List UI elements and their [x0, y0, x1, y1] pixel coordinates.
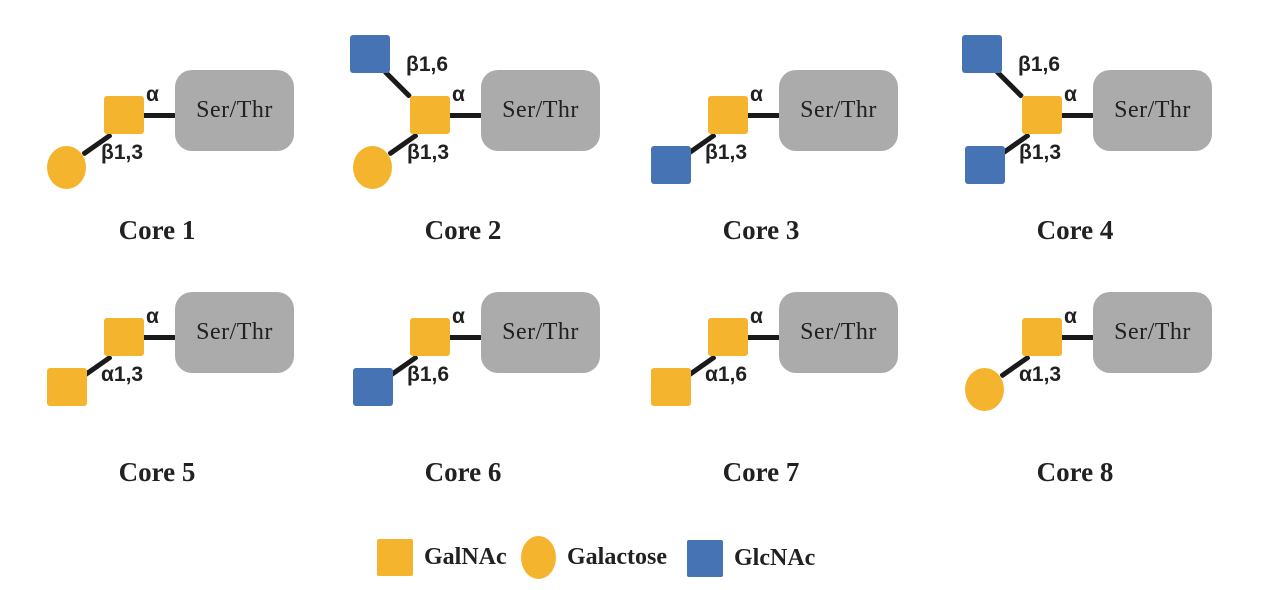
- ser-thr-box: Ser/Thr: [779, 292, 898, 373]
- ser-thr-box: Ser/Thr: [779, 70, 898, 151]
- core-diagram: Ser/Thr α β1,6 β1,3 Core 4: [962, 20, 1266, 270]
- legend-item: GalNAc: [377, 539, 507, 576]
- ser-thr-label: Ser/Thr: [1114, 319, 1191, 345]
- core-diagram: Ser/Thr α β1,6 Core 6: [350, 242, 656, 492]
- lower-branch-linkage-label: β1,6: [407, 363, 450, 386]
- galnac-anchor-node: [1022, 318, 1062, 356]
- galnac-square-node: [47, 368, 87, 406]
- ser-thr-label: Ser/Thr: [196, 319, 273, 345]
- ser-thr-label: Ser/Thr: [1114, 97, 1191, 123]
- galnac-anchor-node: [1022, 96, 1062, 134]
- galactose-circle-swatch: [521, 536, 556, 579]
- anchor-linkage-label: α: [452, 305, 465, 328]
- core-diagram: Ser/Thr α α1,3 Core 8: [962, 242, 1266, 492]
- galnac-anchor-node: [104, 318, 144, 356]
- lower-branch-linkage-label: β1,3: [1019, 141, 1062, 164]
- ser-thr-box: Ser/Thr: [481, 70, 600, 151]
- glcnac-square-node: [353, 368, 393, 406]
- glcnac-square-node: [962, 35, 1002, 73]
- ser-thr-box: Ser/Thr: [481, 292, 600, 373]
- lower-branch-linkage-label: β1,3: [407, 141, 450, 164]
- galnac-anchor-node: [410, 318, 450, 356]
- ser-thr-box: Ser/Thr: [1093, 70, 1212, 151]
- lower-branch-linkage-label: β1,3: [101, 141, 144, 164]
- glcnac-square-swatch: [687, 540, 723, 577]
- anchor-linkage-label: α: [1064, 83, 1077, 106]
- anchor-to-serthr-connector-line: [448, 113, 482, 118]
- glcnac-square-node: [651, 146, 691, 184]
- anchor-linkage-label: α: [750, 305, 763, 328]
- galnac-square-swatch: [377, 539, 413, 576]
- core-diagram: Ser/Thr α β1,3 Core 3: [648, 20, 954, 270]
- galnac-anchor-node: [104, 96, 144, 134]
- ser-thr-label: Ser/Thr: [800, 97, 877, 123]
- galactose-circle-node: [965, 368, 1004, 411]
- galactose-circle-node: [353, 146, 392, 189]
- core-title: Core 7: [722, 457, 800, 487]
- core-title: Core 8: [1036, 457, 1114, 487]
- anchor-to-serthr-connector-line: [142, 335, 176, 340]
- upper-branch-linkage-label: β1,6: [1018, 53, 1061, 76]
- anchor-linkage-label: α: [750, 83, 763, 106]
- ser-thr-box: Ser/Thr: [175, 70, 294, 151]
- galnac-anchor-node: [410, 96, 450, 134]
- core-title: Core 6: [424, 457, 502, 487]
- legend-item: Galactose: [521, 536, 667, 579]
- anchor-to-serthr-connector-line: [448, 335, 482, 340]
- ser-thr-label: Ser/Thr: [196, 97, 273, 123]
- legend-item: GlcNAc: [687, 540, 815, 577]
- core-title: Core 5: [118, 457, 196, 487]
- core-diagram: Ser/Thr α β1,6 β1,3 Core 2: [350, 20, 656, 270]
- anchor-linkage-label: α: [1064, 305, 1077, 328]
- legend-label: GlcNAc: [734, 545, 816, 571]
- anchor-linkage-label: α: [146, 83, 159, 106]
- core-diagram: Ser/Thr α α1,6 Core 7: [648, 242, 954, 492]
- ser-thr-label: Ser/Thr: [502, 97, 579, 123]
- ser-thr-label: Ser/Thr: [502, 319, 579, 345]
- upper-branch-linkage-label: β1,6: [406, 53, 449, 76]
- legend-label: Galactose: [567, 544, 667, 570]
- anchor-to-serthr-connector-line: [1060, 335, 1094, 340]
- core-title: Core 2: [424, 215, 502, 245]
- core-diagram: Ser/Thr α β1,3 Core 1: [44, 20, 350, 270]
- anchor-to-serthr-connector-line: [1060, 113, 1094, 118]
- ser-thr-box: Ser/Thr: [175, 292, 294, 373]
- galactose-circle-node: [47, 146, 86, 189]
- core-title: Core 4: [1036, 215, 1114, 245]
- core-title: Core 3: [722, 215, 800, 245]
- anchor-to-serthr-connector-line: [746, 113, 780, 118]
- galnac-anchor-node: [708, 96, 748, 134]
- anchor-linkage-label: α: [452, 83, 465, 106]
- core-title: Core 1: [118, 215, 196, 245]
- lower-branch-linkage-label: α1,3: [101, 363, 144, 386]
- lower-branch-linkage-label: α1,3: [1019, 363, 1062, 386]
- anchor-to-serthr-connector-line: [142, 113, 176, 118]
- galnac-square-node: [651, 368, 691, 406]
- glcnac-square-node: [350, 35, 390, 73]
- ser-thr-box: Ser/Thr: [1093, 292, 1212, 373]
- galnac-anchor-node: [708, 318, 748, 356]
- glcnac-square-node: [965, 146, 1005, 184]
- anchor-to-serthr-connector-line: [746, 335, 780, 340]
- legend-label: GalNAc: [424, 544, 507, 570]
- lower-branch-linkage-label: α1,6: [705, 363, 748, 386]
- anchor-linkage-label: α: [146, 305, 159, 328]
- ser-thr-label: Ser/Thr: [800, 319, 877, 345]
- core-diagram: Ser/Thr α α1,3 Core 5: [44, 242, 350, 492]
- lower-branch-linkage-label: β1,3: [705, 141, 748, 164]
